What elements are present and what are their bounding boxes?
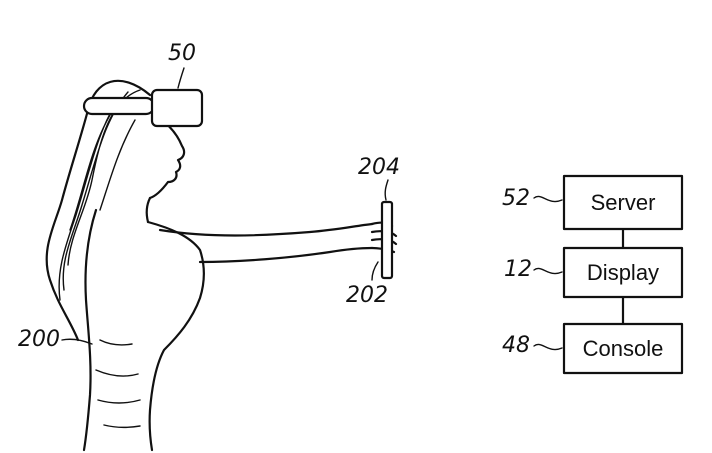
display-box — [562, 246, 684, 299]
clothing-folds — [95, 339, 141, 429]
headset — [82, 67, 204, 128]
server-box — [562, 174, 684, 231]
ref-label-controller-grip: 202 — [346, 283, 388, 308]
headset-body — [150, 88, 204, 128]
leader-12 — [533, 267, 563, 275]
neck — [145, 196, 152, 224]
ref-label-headset: 50 — [168, 41, 196, 66]
user-figure — [45, 79, 398, 452]
ref-label-display: 12 — [504, 257, 532, 282]
arm-upper-edge — [158, 222, 374, 237]
console-box — [562, 322, 684, 375]
leader-202 — [371, 261, 379, 281]
console-label: Console — [583, 336, 664, 361]
torso-back — [82, 208, 98, 452]
torso-front — [146, 220, 205, 452]
ref-label-console: 48 — [502, 333, 530, 358]
leader-48 — [533, 343, 563, 351]
leader-52 — [533, 195, 563, 203]
controller-body — [380, 200, 394, 280]
leader-50 — [177, 67, 185, 89]
block-diagram: Server Display Console 52 12 48 — [502, 174, 684, 375]
ref-label-user: 200 — [18, 327, 60, 352]
server-label: Server — [591, 190, 656, 215]
face-profile — [148, 118, 186, 200]
leader-200 — [61, 338, 93, 345]
hair-strands — [58, 89, 141, 301]
leader-204 — [384, 179, 389, 201]
display-label: Display — [587, 260, 659, 285]
hair-outline — [45, 79, 152, 342]
ref-label-server: 52 — [502, 186, 530, 211]
ref-label-controller-top: 204 — [358, 155, 400, 180]
headset-strap — [82, 96, 156, 116]
arm-lower-edge — [198, 246, 374, 264]
handheld-controller — [371, 179, 394, 281]
